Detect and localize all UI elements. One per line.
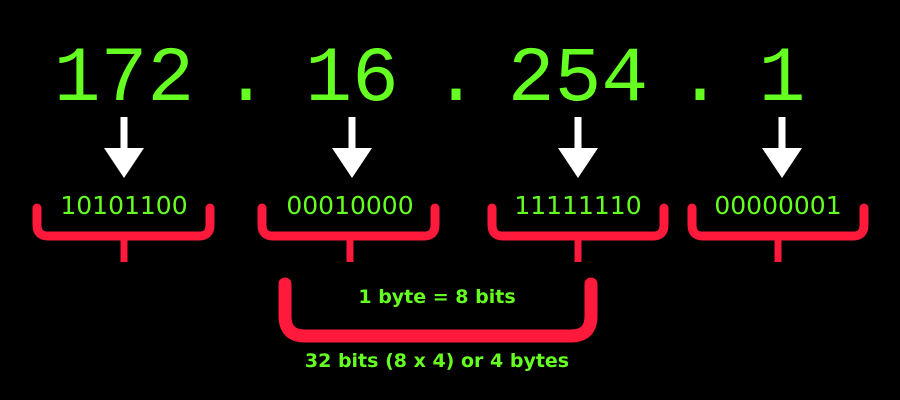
arrow-down-icon — [762, 117, 802, 178]
octet-4: 1 — [759, 36, 806, 124]
bracket-octet-4 — [687, 203, 869, 262]
arrow-down-icon — [558, 117, 598, 178]
bracket-octet-2 — [257, 203, 440, 262]
bracket-bytes — [278, 277, 598, 343]
byte-label: 1 byte = 8 bits — [358, 286, 515, 308]
octet-2: 16 — [305, 36, 399, 124]
binary-octet-2: 00010000 — [286, 191, 413, 220]
arrow-down-icon — [104, 117, 144, 178]
binary-octet-3: 11111110 — [514, 191, 641, 220]
binary-octet-1: 10101100 — [60, 191, 187, 220]
arrow-down-icon — [332, 117, 372, 178]
binary-octet-4: 00000001 — [714, 191, 841, 220]
bracket-octet-1 — [32, 203, 215, 262]
separator-3: . — [677, 36, 724, 124]
separator-1: . — [223, 36, 270, 124]
octet-1: 172 — [54, 36, 194, 124]
total-bits-label: 32 bits (8 x 4) or 4 bytes — [305, 350, 569, 372]
bracket-octet-3 — [487, 203, 669, 262]
octet-3: 254 — [508, 36, 648, 124]
separator-2: . — [433, 36, 480, 124]
